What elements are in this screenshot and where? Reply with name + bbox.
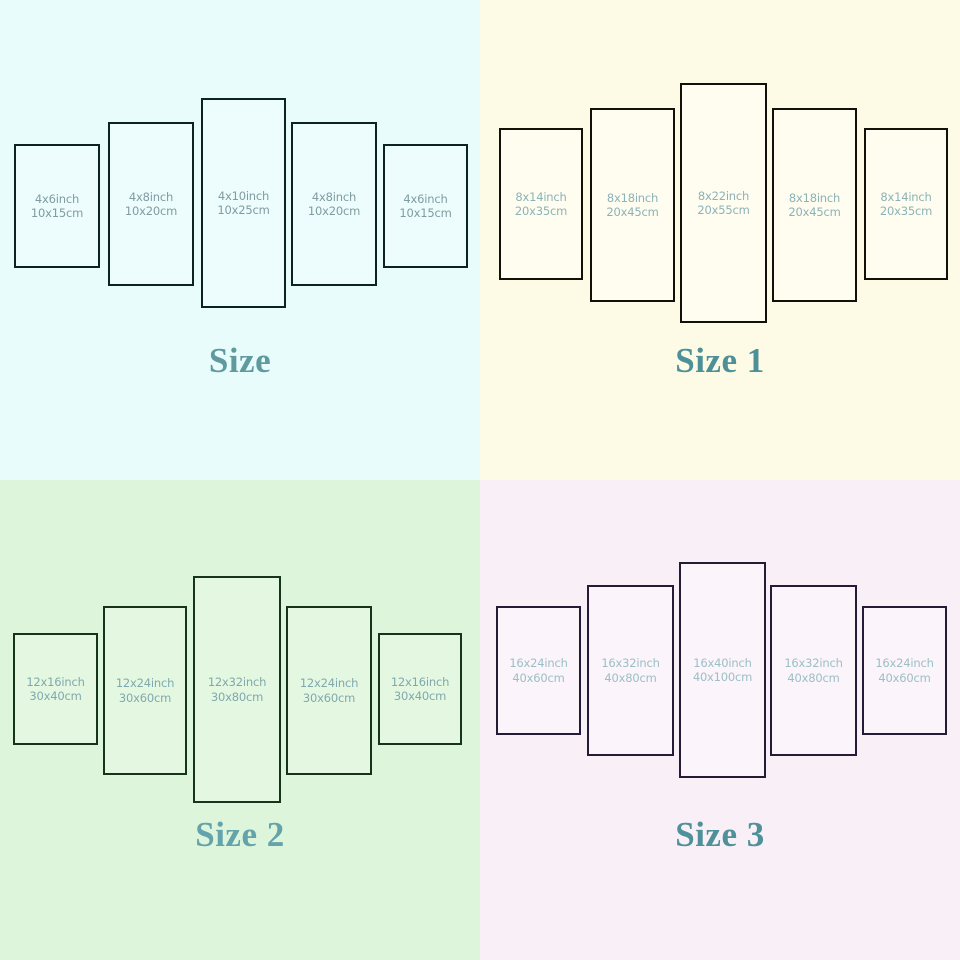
panel-size-label: 16x24inch 40x60cm	[509, 656, 568, 685]
panel-size-label: 12x24inch 30x60cm	[299, 676, 359, 705]
panel-inch-text: 8x14inch	[880, 189, 932, 204]
canvas-panel[interactable]: 8x18inch 20x45cm	[772, 108, 857, 302]
panel-size-label: 16x40inch 40x100cm	[692, 655, 753, 684]
panel-size-label: 8x18inch 20x45cm	[606, 191, 658, 219]
panel-size-label: 12x16inch 30x40cm	[390, 674, 450, 703]
panel-size-label: 16x32inch 40x80cm	[784, 656, 843, 685]
panel-cm-text: 10x20cm	[124, 204, 178, 218]
panel-cm-text: 20x45cm	[606, 205, 659, 219]
quadrant-title-size-3: Size 3	[675, 815, 765, 854]
canvas-panel[interactable]: 12x24inch 30x60cm	[103, 606, 187, 775]
panel-cm-text: 30x60cm	[302, 690, 356, 705]
quadrant-size-3: 16x24inch 40x60cm 16x32inch 40x80cm 16x4…	[480, 480, 960, 960]
panel-cm-text: 30x40cm	[393, 689, 447, 703]
panel-cm-text: 40x60cm	[878, 670, 931, 685]
panel-size-label: 8x14inch 20x35cm	[880, 190, 932, 218]
panel-inch-text: 4x10inch	[217, 188, 270, 203]
panel-cm-text: 30x60cm	[118, 690, 172, 705]
panel-cm-text: 20x55cm	[697, 203, 750, 217]
panel-size-label: 12x32inch 30x80cm	[207, 675, 267, 704]
panel-cm-text: 20x35cm	[879, 204, 933, 218]
canvas-panel[interactable]: 8x14inch 20x35cm	[864, 128, 948, 280]
canvas-panel[interactable]: 16x40inch 40x100cm	[679, 562, 766, 778]
canvas-panel[interactable]: 4x10inch 10x25cm	[201, 98, 286, 308]
canvas-panel[interactable]: 8x22inch 20x55cm	[680, 83, 767, 323]
panel-inch-text: 8x18inch	[606, 190, 659, 205]
quadrant-size-1: 8x14inch 20x35cm 8x18inch 20x45cm 8x22in…	[480, 0, 960, 480]
canvas-panel[interactable]: 4x8inch 10x20cm	[108, 122, 194, 286]
panel-cm-text: 10x15cm	[399, 206, 452, 220]
panel-cm-text: 10x20cm	[307, 204, 361, 218]
panel-cm-text: 20x45cm	[788, 205, 841, 219]
panel-size-label: 12x24inch 30x60cm	[115, 676, 175, 705]
panel-inch-text: 16x40inch	[693, 655, 752, 670]
canvas-panel[interactable]: 8x18inch 20x45cm	[590, 108, 675, 302]
panel-size-label: 4x10inch 10x25cm	[217, 189, 269, 217]
panel-cm-text: 10x25cm	[217, 203, 270, 217]
panel-inch-text: 12x24inch	[115, 676, 175, 691]
quadrant-title-size-1: Size 1	[675, 341, 765, 380]
panel-inch-text: 16x32inch	[601, 656, 660, 671]
panel-cm-text: 40x80cm	[604, 670, 657, 685]
panel-cm-text: 40x60cm	[512, 670, 565, 685]
panel-inch-text: 16x24inch	[509, 656, 568, 671]
canvas-panel[interactable]: 12x24inch 30x60cm	[286, 606, 372, 775]
panel-inch-text: 4x6inch	[34, 191, 80, 206]
canvas-panel[interactable]: 12x16inch 30x40cm	[13, 633, 98, 745]
quadrant-size-2: 12x16inch 30x40cm 12x24inch 30x60cm 12x3…	[0, 480, 480, 960]
panel-inch-text: 4x8inch	[311, 189, 357, 204]
canvas-panel[interactable]: 4x6inch 10x15cm	[14, 144, 100, 268]
panel-group-size: 4x6inch 10x15cm 4x8inch 10x20cm 4x10inch…	[0, 0, 480, 340]
panel-size-label: 8x18inch 20x45cm	[788, 191, 840, 219]
canvas-panel[interactable]: 8x14inch 20x35cm	[499, 128, 583, 280]
panel-size-label: 4x8inch 10x20cm	[308, 190, 360, 218]
panel-inch-text: 4x6inch	[403, 191, 448, 206]
quadrant-size: 4x6inch 10x15cm 4x8inch 10x20cm 4x10inch…	[0, 0, 480, 480]
canvas-panel[interactable]: 12x32inch 30x80cm	[193, 576, 281, 803]
panel-cm-text: 40x100cm	[692, 670, 753, 684]
panel-size-label: 8x14inch 20x35cm	[515, 190, 567, 218]
panel-size-label: 4x8inch 10x20cm	[125, 190, 177, 218]
panel-size-label: 4x6inch 10x15cm	[399, 192, 451, 220]
panel-inch-text: 12x32inch	[207, 675, 267, 690]
canvas-panel[interactable]: 4x8inch 10x20cm	[291, 122, 377, 286]
panel-inch-text: 8x14inch	[515, 189, 567, 204]
panel-size-label: 4x6inch 10x15cm	[31, 192, 83, 220]
quadrant-title-size-2: Size 2	[195, 815, 285, 854]
panel-group-size-2: 12x16inch 30x40cm 12x24inch 30x60cm 12x3…	[0, 480, 480, 820]
panel-size-label: 16x32inch 40x80cm	[601, 656, 660, 685]
panel-inch-text: 12x16inch	[390, 674, 450, 689]
canvas-panel[interactable]: 4x6inch 10x15cm	[383, 144, 468, 268]
panel-size-label: 16x24inch 40x60cm	[875, 656, 934, 685]
panel-inch-text: 12x16inch	[26, 674, 85, 689]
panel-cm-text: 20x35cm	[514, 204, 568, 218]
canvas-panel[interactable]: 16x24inch 40x60cm	[862, 606, 947, 735]
panel-inch-text: 16x24inch	[875, 656, 934, 671]
panel-cm-text: 10x15cm	[30, 206, 84, 220]
panel-inch-text: 8x22inch	[697, 188, 750, 203]
panel-inch-text: 4x8inch	[128, 189, 174, 204]
quadrant-title-size: Size	[208, 341, 272, 380]
panel-group-size-1: 8x14inch 20x35cm 8x18inch 20x45cm 8x22in…	[480, 0, 960, 340]
panel-cm-text: 30x80cm	[210, 689, 264, 704]
canvas-panel[interactable]: 12x16inch 30x40cm	[378, 633, 462, 745]
panel-size-label: 12x16inch 30x40cm	[26, 674, 85, 703]
panel-inch-text: 16x32inch	[784, 656, 843, 671]
canvas-panel[interactable]: 16x32inch 40x80cm	[770, 585, 857, 756]
panel-inch-text: 12x24inch	[299, 676, 359, 691]
panel-size-label: 8x22inch 20x55cm	[697, 189, 749, 217]
panel-group-size-3: 16x24inch 40x60cm 16x32inch 40x80cm 16x4…	[480, 480, 960, 820]
canvas-panel[interactable]: 16x32inch 40x80cm	[587, 585, 674, 756]
panel-cm-text: 40x80cm	[787, 670, 840, 685]
panel-inch-text: 8x18inch	[788, 190, 841, 205]
canvas-panel[interactable]: 16x24inch 40x60cm	[496, 606, 581, 735]
panel-cm-text: 30x40cm	[29, 689, 82, 703]
